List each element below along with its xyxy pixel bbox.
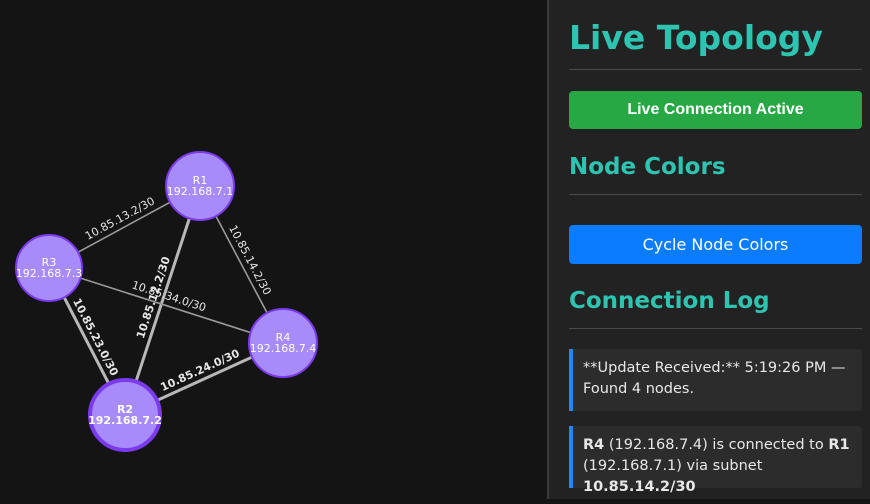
node-circle[interactable] bbox=[88, 378, 162, 452]
link-label-r2-r4: 10.85.24.0/30 bbox=[158, 347, 241, 394]
log-entry-update: **Update Received:** 5:19:26 PM — Found … bbox=[569, 349, 862, 411]
node-label: R4 bbox=[276, 331, 291, 344]
cycle-node-colors-button[interactable]: Cycle Node Colors bbox=[569, 225, 862, 264]
log-via-text: via subnet bbox=[681, 458, 763, 474]
node-circle[interactable] bbox=[248, 308, 318, 378]
node-ip: 192.168.7.3 bbox=[16, 267, 82, 280]
log-router-b: R1 bbox=[828, 437, 850, 453]
side-panel: Live Topology Live Connection Active Nod… bbox=[547, 0, 870, 499]
node-colors-divider bbox=[569, 194, 862, 195]
nodes-layer[interactable]: R1192.168.7.1R3192.168.7.3R4192.168.7.4R… bbox=[15, 151, 318, 452]
node-colors-heading: Node Colors bbox=[569, 154, 726, 180]
log-router-a: R4 bbox=[583, 437, 605, 453]
link-r3-r4 bbox=[48, 267, 284, 344]
node-circle[interactable] bbox=[165, 151, 235, 221]
node-ip: 192.168.7.4 bbox=[250, 342, 316, 355]
node-label: R3 bbox=[42, 256, 57, 269]
link-label-r3-r2: 10.85.23.0/30 bbox=[70, 296, 121, 378]
node-label: R1 bbox=[193, 174, 208, 187]
page-title: Live Topology bbox=[569, 18, 823, 57]
link-label-r1-r4: 10.85.14.2/30 bbox=[226, 223, 274, 297]
live-connection-button[interactable]: Live Connection Active bbox=[569, 91, 862, 129]
log-mid-text: is connected to bbox=[707, 437, 829, 453]
title-divider bbox=[569, 69, 862, 70]
node-circle[interactable] bbox=[15, 234, 83, 302]
log-subnet: 10.85.14.2/30 bbox=[583, 479, 696, 495]
link-r2-r1 bbox=[123, 185, 202, 416]
node-ip: 192.168.7.2 bbox=[88, 414, 162, 427]
link-labels-layer: 10.85.13.2/3010.85.14.2/3010.85.12.2/301… bbox=[70, 195, 274, 394]
log-entry-connection: R4 (192.168.7.4) is connected to R1 (192.… bbox=[569, 426, 862, 495]
node-ip: 192.168.7.1 bbox=[167, 185, 233, 198]
link-label-r3-r1: 10.85.13.2/30 bbox=[83, 195, 157, 243]
topology-graph[interactable]: 10.85.13.2/3010.85.14.2/3010.85.12.2/301… bbox=[0, 0, 547, 499]
log-ip-b: (192.168.7.1) bbox=[583, 458, 682, 474]
log-entry-text: **Update Received:** 5:19:26 PM — Found … bbox=[583, 360, 846, 397]
connection-log-heading: Connection Log bbox=[569, 288, 770, 314]
log-ip-a: (192.168.7.4) bbox=[608, 437, 708, 453]
connection-log-divider bbox=[569, 328, 862, 329]
node-label: R2 bbox=[117, 403, 133, 416]
